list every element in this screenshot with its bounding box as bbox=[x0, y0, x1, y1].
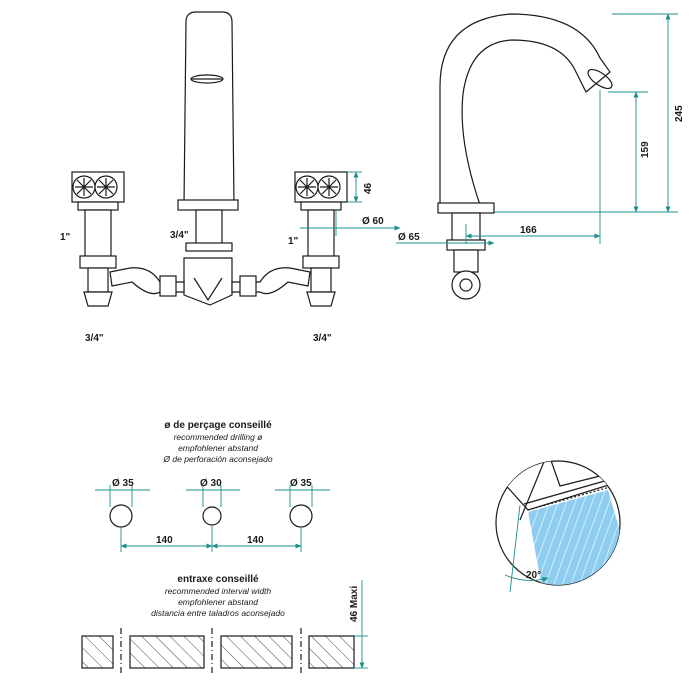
dim-140-left: 140 bbox=[156, 535, 173, 546]
aerator-detail bbox=[495, 460, 621, 593]
drill-holes bbox=[95, 485, 330, 552]
angle-20: 20° bbox=[526, 570, 541, 581]
right-handle bbox=[294, 171, 348, 307]
label-center-34: 3/4" bbox=[170, 230, 189, 241]
label-right-1in: 1" bbox=[288, 236, 299, 247]
dim-159: 159 bbox=[640, 141, 651, 158]
drilling-line-3: Ø de perforación aconsejado bbox=[162, 454, 272, 464]
front-dimensions bbox=[300, 171, 401, 236]
side-dimensions bbox=[396, 13, 678, 246]
dim-46: 46 bbox=[363, 182, 374, 194]
dim-65: Ø 65 bbox=[398, 232, 420, 243]
dim-30-center: Ø 30 bbox=[200, 478, 222, 489]
interval-line-1: recommended interval width bbox=[165, 586, 272, 596]
dim-60: Ø 60 bbox=[362, 216, 384, 227]
counter-section bbox=[81, 580, 368, 676]
dim-35-left: Ø 35 bbox=[112, 478, 134, 489]
interval-title: entraxe conseillé bbox=[177, 574, 259, 585]
left-handle bbox=[71, 171, 125, 307]
label-bottom-right-34: 3/4" bbox=[313, 333, 332, 344]
interval-line-2: empfohlener abstand bbox=[178, 597, 258, 607]
label-bottom-left-34: 3/4" bbox=[85, 333, 104, 344]
drilling-line-1: recommended drilling ø bbox=[174, 432, 263, 442]
dim-140-right: 140 bbox=[247, 535, 264, 546]
front-view bbox=[71, 11, 348, 307]
interval-line-3: distancia entre taladros aconsejado bbox=[151, 608, 285, 618]
drilling-title: ø de perçage conseillé bbox=[164, 420, 272, 431]
label-left-1in: 1" bbox=[60, 232, 71, 243]
dim-35-right: Ø 35 bbox=[290, 478, 312, 489]
dim-245: 245 bbox=[674, 105, 685, 122]
drilling-line-2: empfohlener abstand bbox=[178, 443, 258, 453]
dim-166: 166 bbox=[520, 225, 537, 236]
dim-46-maxi: 46 Maxi bbox=[349, 586, 360, 622]
side-view bbox=[437, 13, 613, 300]
